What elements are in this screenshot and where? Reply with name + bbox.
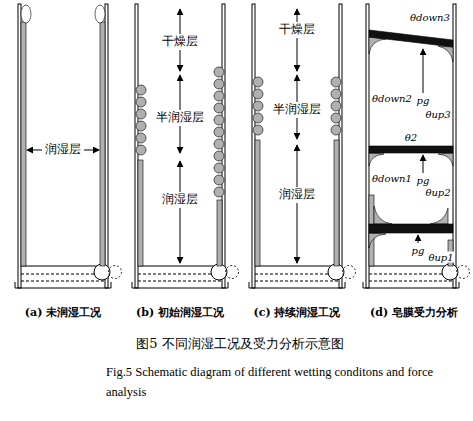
layer-label: 半润湿层 bbox=[155, 111, 205, 124]
layer-label: 干燥层 bbox=[278, 23, 316, 36]
panel-caption: (a) 未润湿工况 bbox=[25, 307, 101, 319]
force-symbol: pg bbox=[411, 245, 426, 256]
layer-label: 半润湿层 bbox=[272, 103, 322, 116]
force-symbol: θup2 bbox=[424, 187, 451, 198]
force-symbol: θdown3 bbox=[409, 12, 451, 23]
force-symbol: θdown2 bbox=[371, 93, 413, 104]
layer-label: 干燥层 bbox=[161, 35, 199, 48]
panel-caption: (c) 持续润湿工况 bbox=[254, 307, 341, 319]
force-symbol: θup1 bbox=[427, 252, 454, 263]
force-symbol: pg bbox=[416, 95, 431, 106]
english-caption: Fig.5 Schematic diagram of different wet… bbox=[106, 362, 438, 402]
force-symbol: θup3 bbox=[424, 109, 451, 120]
panel-caption: (b) 初始润湿工况 bbox=[136, 307, 224, 319]
force-symbol: θ2 bbox=[404, 132, 418, 143]
figure-caption: 图5 不同润湿工况及受力分析示意图 bbox=[136, 337, 343, 351]
force-symbol: θdown1 bbox=[371, 173, 413, 184]
layer-label: 润湿层 bbox=[44, 143, 82, 156]
panel-caption: (d) 皂膜受力分析 bbox=[370, 307, 458, 319]
force-symbol: pg bbox=[416, 175, 431, 186]
layer-label: 润湿层 bbox=[278, 188, 316, 201]
layer-label: 润湿层 bbox=[161, 193, 199, 206]
